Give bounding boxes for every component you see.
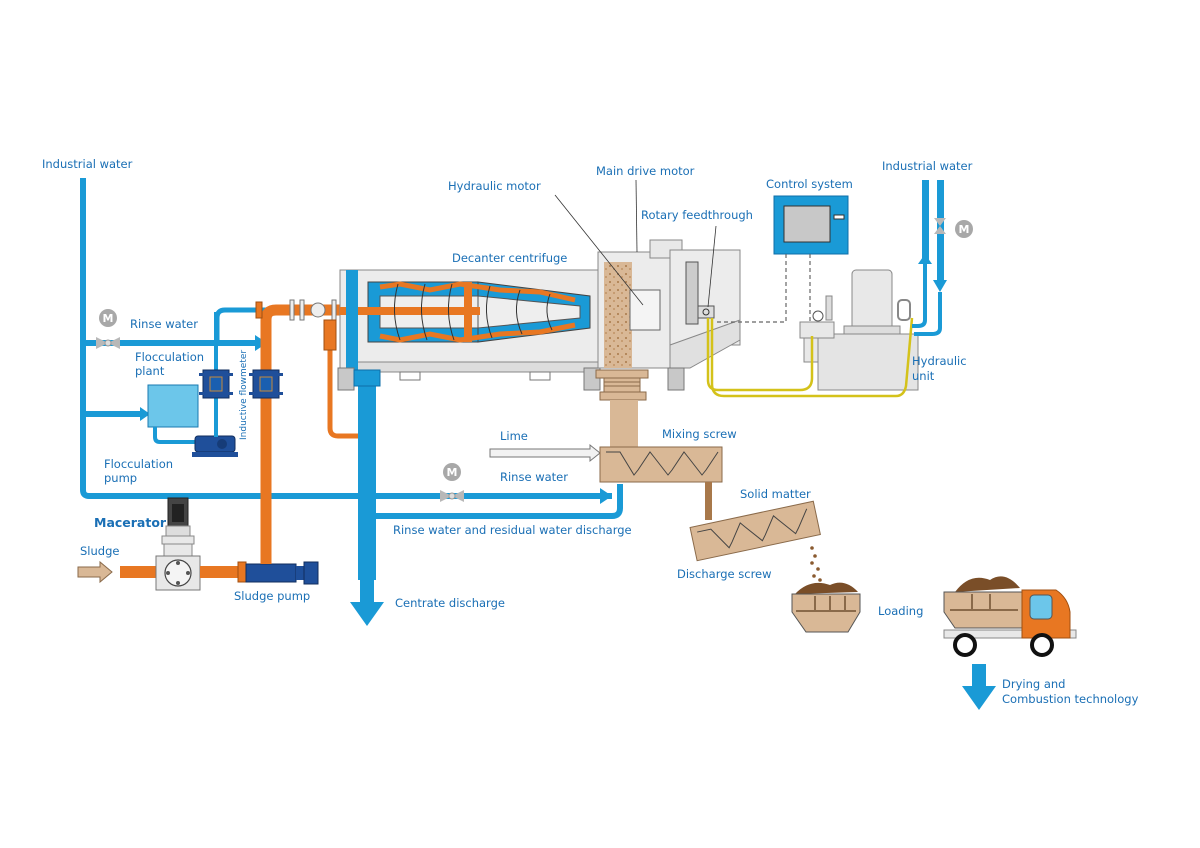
industrial-water-right-pipes	[912, 180, 947, 336]
mixing-to-discharge-chute	[705, 482, 712, 520]
svg-text:M: M	[447, 466, 458, 479]
sludge-pump	[237, 561, 319, 585]
centrate-pipe	[358, 370, 376, 580]
sludge-overflow-pipe	[327, 330, 362, 439]
truck-wheel-rear	[953, 633, 977, 657]
label-industrial-water-left: Industrial water	[42, 157, 133, 171]
drying-arrow	[962, 664, 996, 710]
main-drive-housing	[597, 239, 741, 391]
residual-water-pipe	[376, 484, 623, 519]
label-drying-2: Combustion technology	[1002, 692, 1139, 706]
sludge-inlet-arrow	[77, 560, 113, 584]
flowmeter-flocculant	[199, 369, 233, 399]
label-drying-1: Drying and	[1002, 677, 1065, 691]
rinse-valve-bottom	[440, 490, 464, 502]
label-flocculation-plant-2: plant	[135, 364, 165, 378]
svg-text:M: M	[103, 312, 114, 325]
label-rinse-water-bottom: Rinse water	[500, 470, 568, 484]
hydraulic-lines	[706, 317, 914, 398]
flowmeter-sludge	[249, 369, 283, 399]
sludge-pipe-mid	[200, 566, 238, 578]
label-loading: Loading	[878, 604, 923, 618]
macerator	[155, 497, 201, 591]
loading-skip	[791, 582, 861, 633]
lime-arrow	[489, 443, 601, 463]
label-rotary-feedthrough: Rotary feedthrough	[641, 208, 753, 222]
leader-lines	[554, 179, 717, 308]
truck-wheel-front	[1030, 633, 1054, 657]
solids-bellows	[595, 369, 649, 448]
motor-valve-icon-top: M	[99, 309, 117, 327]
label-hydraulic-unit-2: unit	[912, 369, 935, 383]
label-sludge-pump: Sludge pump	[234, 589, 310, 603]
decanter-centrifuge	[337, 269, 601, 391]
label-control-system: Control system	[766, 177, 853, 191]
label-rinse-residual-discharge: Rinse water and residual water discharge	[393, 523, 632, 537]
mixing-screw	[599, 446, 723, 483]
sludge-riser-pipe	[260, 304, 345, 564]
label-macerator: Macerator	[94, 515, 167, 530]
flocculation-feed-arrow	[140, 407, 150, 421]
label-sludge: Sludge	[80, 544, 119, 558]
label-decanter-centrifuge: Decanter centrifuge	[452, 251, 567, 265]
label-hydraulic-motor: Hydraulic motor	[448, 179, 541, 193]
label-inductive-flowmeter: Inductive flowmeter	[239, 350, 249, 440]
label-flocculation-pump-2: pump	[104, 471, 137, 485]
label-solid-matter: Solid matter	[740, 487, 811, 501]
rinse-water-arrow-bottom	[600, 488, 612, 504]
label-hydraulic-unit-1: Hydraulic	[912, 354, 967, 368]
label-industrial-water-right: Industrial water	[882, 159, 973, 173]
label-flocculation-pump-1: Flocculation	[104, 457, 173, 471]
discharge-screw	[689, 500, 821, 562]
hydraulic-unit	[799, 269, 919, 391]
motor-valve-icon-right: M	[934, 218, 973, 238]
truck	[943, 576, 1077, 657]
control-system-panel	[773, 195, 849, 255]
falling-solids	[810, 546, 822, 582]
label-centrate-discharge: Centrate discharge	[395, 596, 505, 610]
label-rinse-water-top: Rinse water	[130, 317, 198, 331]
svg-text:M: M	[959, 223, 970, 236]
sludge-pipe-inlet	[120, 566, 156, 578]
label-main-drive-motor: Main drive motor	[596, 164, 695, 178]
label-lime: Lime	[500, 429, 528, 443]
flocculation-pump	[192, 435, 238, 457]
flocculation-outlet-pipe	[153, 427, 200, 444]
label-flocculation-plant-1: Flocculation	[135, 350, 204, 364]
rinse-valve-top	[96, 337, 120, 349]
control-signal-lines	[714, 254, 811, 323]
centrate-discharge-arrow	[350, 580, 384, 626]
label-discharge-screw: Discharge screw	[677, 567, 772, 581]
motor-valve-icon-bottom: M	[443, 463, 461, 481]
label-mixing-screw: Mixing screw	[662, 427, 737, 441]
flocculation-plant-tank	[147, 384, 199, 428]
